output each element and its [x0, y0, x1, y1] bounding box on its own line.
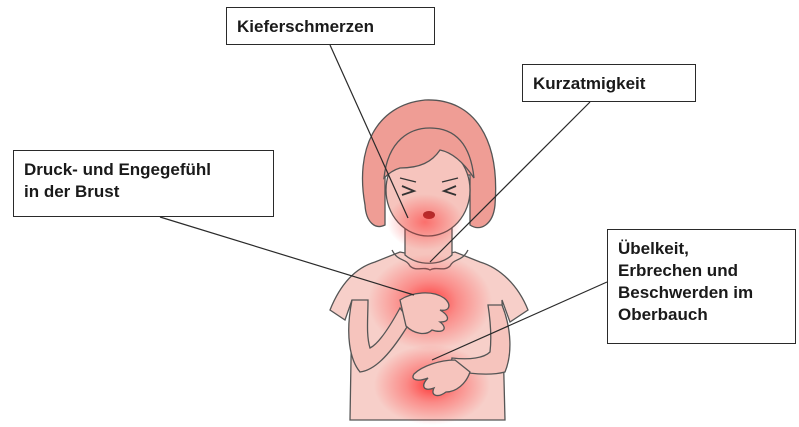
label-line: Übelkeit, [618, 238, 785, 260]
label-line: in der Brust [24, 181, 263, 203]
label-line: Beschwerden im [618, 282, 785, 304]
label-jaw-pain: Kieferschmerzen [226, 7, 435, 45]
jaw-pain-glow [387, 194, 463, 250]
hand-chest [400, 293, 449, 334]
leader-chest [160, 217, 414, 295]
label-line: Erbrechen und [618, 260, 785, 282]
label-line: Oberbauch [618, 304, 785, 326]
label-line: Kieferschmerzen [237, 16, 424, 38]
label-line: Kurzatmigkeit [533, 73, 685, 95]
label-chest-pressure: Druck- und Engegefühl in der Brust [13, 150, 274, 217]
label-shortness-of-breath: Kurzatmigkeit [522, 64, 696, 102]
label-line: Druck- und Engegefühl [24, 159, 263, 181]
label-nausea: Übelkeit, Erbrechen und Beschwerden im O… [607, 229, 796, 344]
